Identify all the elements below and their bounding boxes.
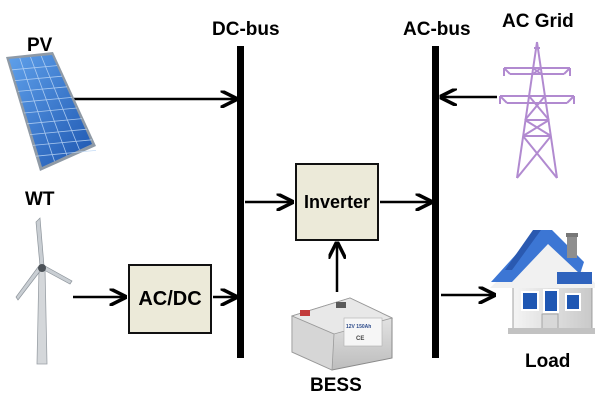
inverter-block: Inverter	[295, 163, 379, 241]
load-label: Load	[525, 351, 571, 372]
ac-bus-label: AC-bus	[403, 19, 471, 40]
house-icon	[490, 230, 595, 334]
solar-panel-icon	[6, 52, 97, 171]
dc-bus-bar	[237, 46, 244, 358]
battery-ce-mark: CE	[356, 336, 364, 342]
transmission-tower-icon	[499, 41, 575, 179]
bess-label: BESS	[310, 375, 362, 396]
wt-label: WT	[25, 189, 55, 210]
pv-label: PV	[27, 35, 53, 56]
ac-grid-label: AC Grid	[502, 11, 574, 32]
acdc-converter-block: AC/DC	[128, 264, 212, 334]
battery-model-text: 12V 150Ah	[346, 324, 371, 330]
battery-icon: 12V 150Ah CE	[290, 297, 394, 371]
ac-bus-bar	[432, 46, 439, 358]
wind-turbine-icon	[15, 217, 73, 365]
dc-bus-label: DC-bus	[212, 19, 280, 40]
